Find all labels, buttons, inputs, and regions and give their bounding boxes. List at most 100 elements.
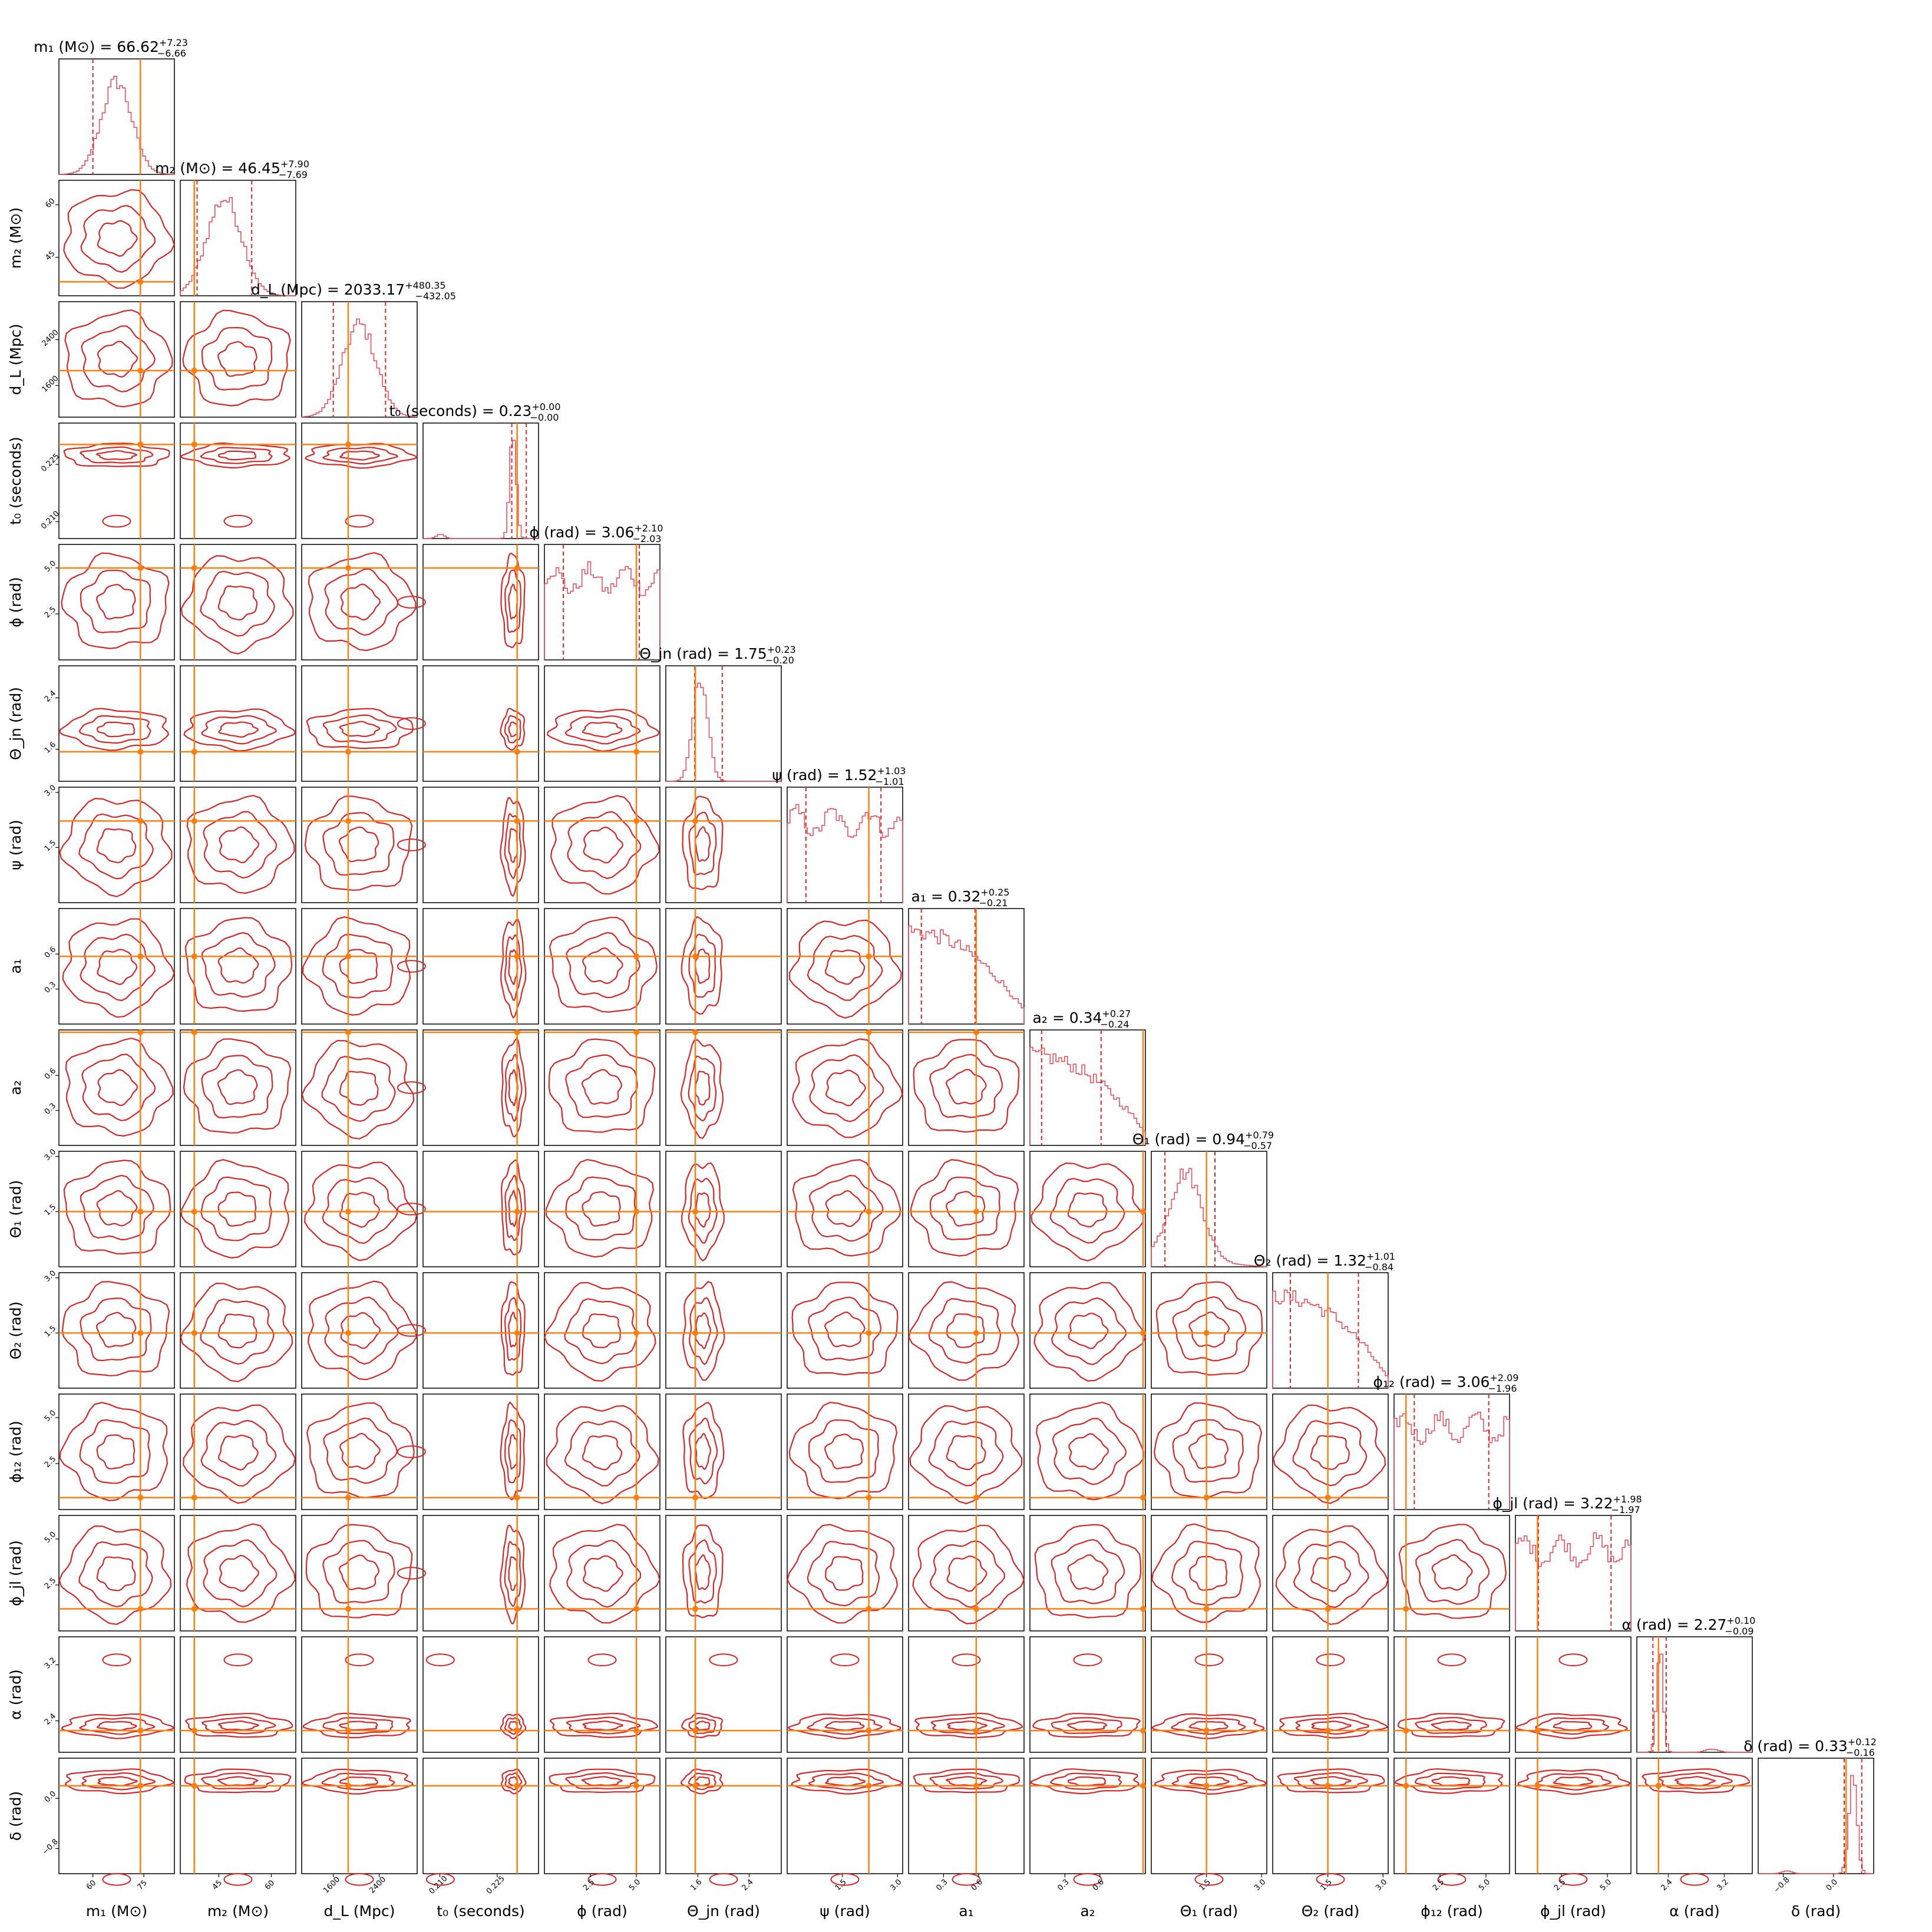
- contour-level: [689, 1297, 718, 1365]
- contour-level: [694, 948, 711, 984]
- contour-secondary: [397, 960, 426, 973]
- panel-frame: [908, 1029, 1025, 1146]
- panel-frame: [301, 1636, 418, 1753]
- x-tick-label: 0.6: [1091, 1878, 1106, 1893]
- contour-panel-dL-theta1: [301, 1151, 418, 1267]
- contour-level: [79, 1419, 151, 1484]
- contour-panel-m1-t0: [58, 422, 175, 539]
- contour-panel-m1-m2: [58, 180, 175, 296]
- panel-frame: [1151, 1151, 1267, 1267]
- truth-marker: [137, 1208, 144, 1215]
- x-axis-label-delta: δ (rad): [1791, 1903, 1841, 1920]
- contour-level: [929, 1053, 1003, 1118]
- truth-marker: [633, 1208, 640, 1215]
- x-axis-label-theta2: Θ₂ (rad): [1302, 1903, 1360, 1920]
- panel-frame: [1029, 1515, 1146, 1632]
- contour-panel-theta1-theta2: [1151, 1272, 1267, 1389]
- hist-panel-a2: [1029, 1029, 1146, 1146]
- y-axis-label-a1: a₁: [7, 959, 24, 973]
- contour-level: [217, 341, 257, 377]
- x-tick-label: 1.5: [834, 1878, 848, 1893]
- contour-level: [688, 1055, 717, 1122]
- contour-panel-m1-thetajn: [58, 665, 175, 782]
- contour-level: [504, 715, 521, 744]
- panel-frame: [422, 544, 539, 660]
- panel-frame: [665, 1515, 782, 1632]
- contour-secondary: [1316, 1653, 1345, 1666]
- truth-marker: [866, 1208, 872, 1215]
- contour-level: [688, 1772, 716, 1791]
- truth-marker: [1325, 1782, 1331, 1789]
- panel-frame: [1636, 1758, 1753, 1874]
- contour-panel-t0-theta2: [397, 1272, 539, 1389]
- x-tick-label: 0.0: [1825, 1878, 1839, 1893]
- contour-panel-dL-psi: [301, 787, 418, 903]
- contour-secondary: [102, 1873, 131, 1886]
- contour-panel-a2-delta: [1029, 1758, 1147, 1886]
- contour-secondary: [1558, 1653, 1588, 1666]
- contour-panel-thetajn-phijl: [665, 1515, 782, 1632]
- truth-marker: [692, 953, 699, 960]
- y-axis-label-delta: δ (rad): [7, 1791, 24, 1841]
- x-tick-label: 0.6: [970, 1878, 985, 1893]
- x-tick-label: 1.6: [689, 1878, 704, 1893]
- truth-marker: [1403, 1782, 1409, 1789]
- contour-level: [80, 1174, 154, 1241]
- panel-frame: [58, 908, 175, 1025]
- contour-panel-theta2-delta: [1272, 1758, 1389, 1886]
- truth-marker: [345, 1782, 351, 1789]
- x-tick-label: 1.5: [1319, 1878, 1334, 1893]
- contour-level: [504, 1419, 521, 1484]
- panel-title-phi12: ϕ₁₂ (rad) = 3.06+2.09−1.96: [1373, 1372, 1519, 1394]
- y-tick-label: 0.3: [43, 1102, 58, 1117]
- panel-frame: [1029, 1029, 1146, 1146]
- contour-level: [1310, 1435, 1350, 1470]
- contour-level: [308, 1280, 417, 1381]
- contour-level: [1033, 1282, 1146, 1382]
- x-tick-label: 45: [211, 1878, 224, 1891]
- panel-title-m2: m₂ (M⊙) = 46.45+7.90−7.69: [155, 158, 309, 180]
- truth-marker: [514, 1494, 520, 1501]
- panel-frame: [58, 1029, 175, 1146]
- truth-marker: [514, 564, 520, 571]
- x-tick-label: 2400: [368, 1875, 388, 1895]
- contour-secondary: [223, 1873, 253, 1886]
- panel-frame: [301, 1151, 418, 1267]
- contour-secondary: [345, 1873, 374, 1886]
- panel-frame: [58, 1272, 175, 1389]
- panel-frame: [787, 1029, 903, 1146]
- contour-level: [806, 1717, 883, 1735]
- contour-panel-a1-alpha: [908, 1636, 1025, 1753]
- truth-marker: [514, 1029, 520, 1035]
- contour-level: [564, 1772, 639, 1789]
- contour-level: [80, 933, 156, 1002]
- contour-secondary: [397, 1324, 426, 1337]
- truth-marker: [514, 818, 520, 824]
- panel-title-thetajn: Θ_jn (rad) = 1.75+0.23−0.20: [639, 644, 795, 666]
- contour-panel-theta2-alpha: [1272, 1636, 1389, 1753]
- y-tick-label: 1.5: [43, 1203, 58, 1217]
- panel-frame: [180, 787, 296, 903]
- panel-frame: [422, 1151, 539, 1267]
- contour-level: [566, 1716, 641, 1735]
- contour-panel-a1-phi12: [908, 1393, 1025, 1510]
- contour-level: [1293, 1541, 1369, 1609]
- contour-level: [301, 1039, 415, 1140]
- contour-level: [792, 1159, 901, 1257]
- contour-level: [219, 1554, 260, 1592]
- contour-level: [1032, 1713, 1141, 1738]
- panel-title-m1: m₁ (M⊙) = 66.62+7.23−6.66: [34, 37, 188, 59]
- contour-panel-m2-a1: [180, 908, 296, 1025]
- contour-level: [1188, 1555, 1228, 1591]
- contour-level: [546, 1405, 659, 1504]
- contour-level: [203, 1539, 278, 1607]
- contour-secondary: [223, 514, 253, 528]
- contour-level: [930, 1716, 1005, 1735]
- contour-panel-t0-alpha: [422, 1636, 539, 1753]
- contour-level: [1067, 1192, 1108, 1228]
- contour-level: [680, 1768, 724, 1795]
- hist-panel-phi12: [1393, 1393, 1510, 1510]
- contour-panel-m1-phijl: [58, 1515, 175, 1632]
- contour-level: [791, 1768, 904, 1795]
- contour-panel-dL-a2: [301, 1029, 418, 1146]
